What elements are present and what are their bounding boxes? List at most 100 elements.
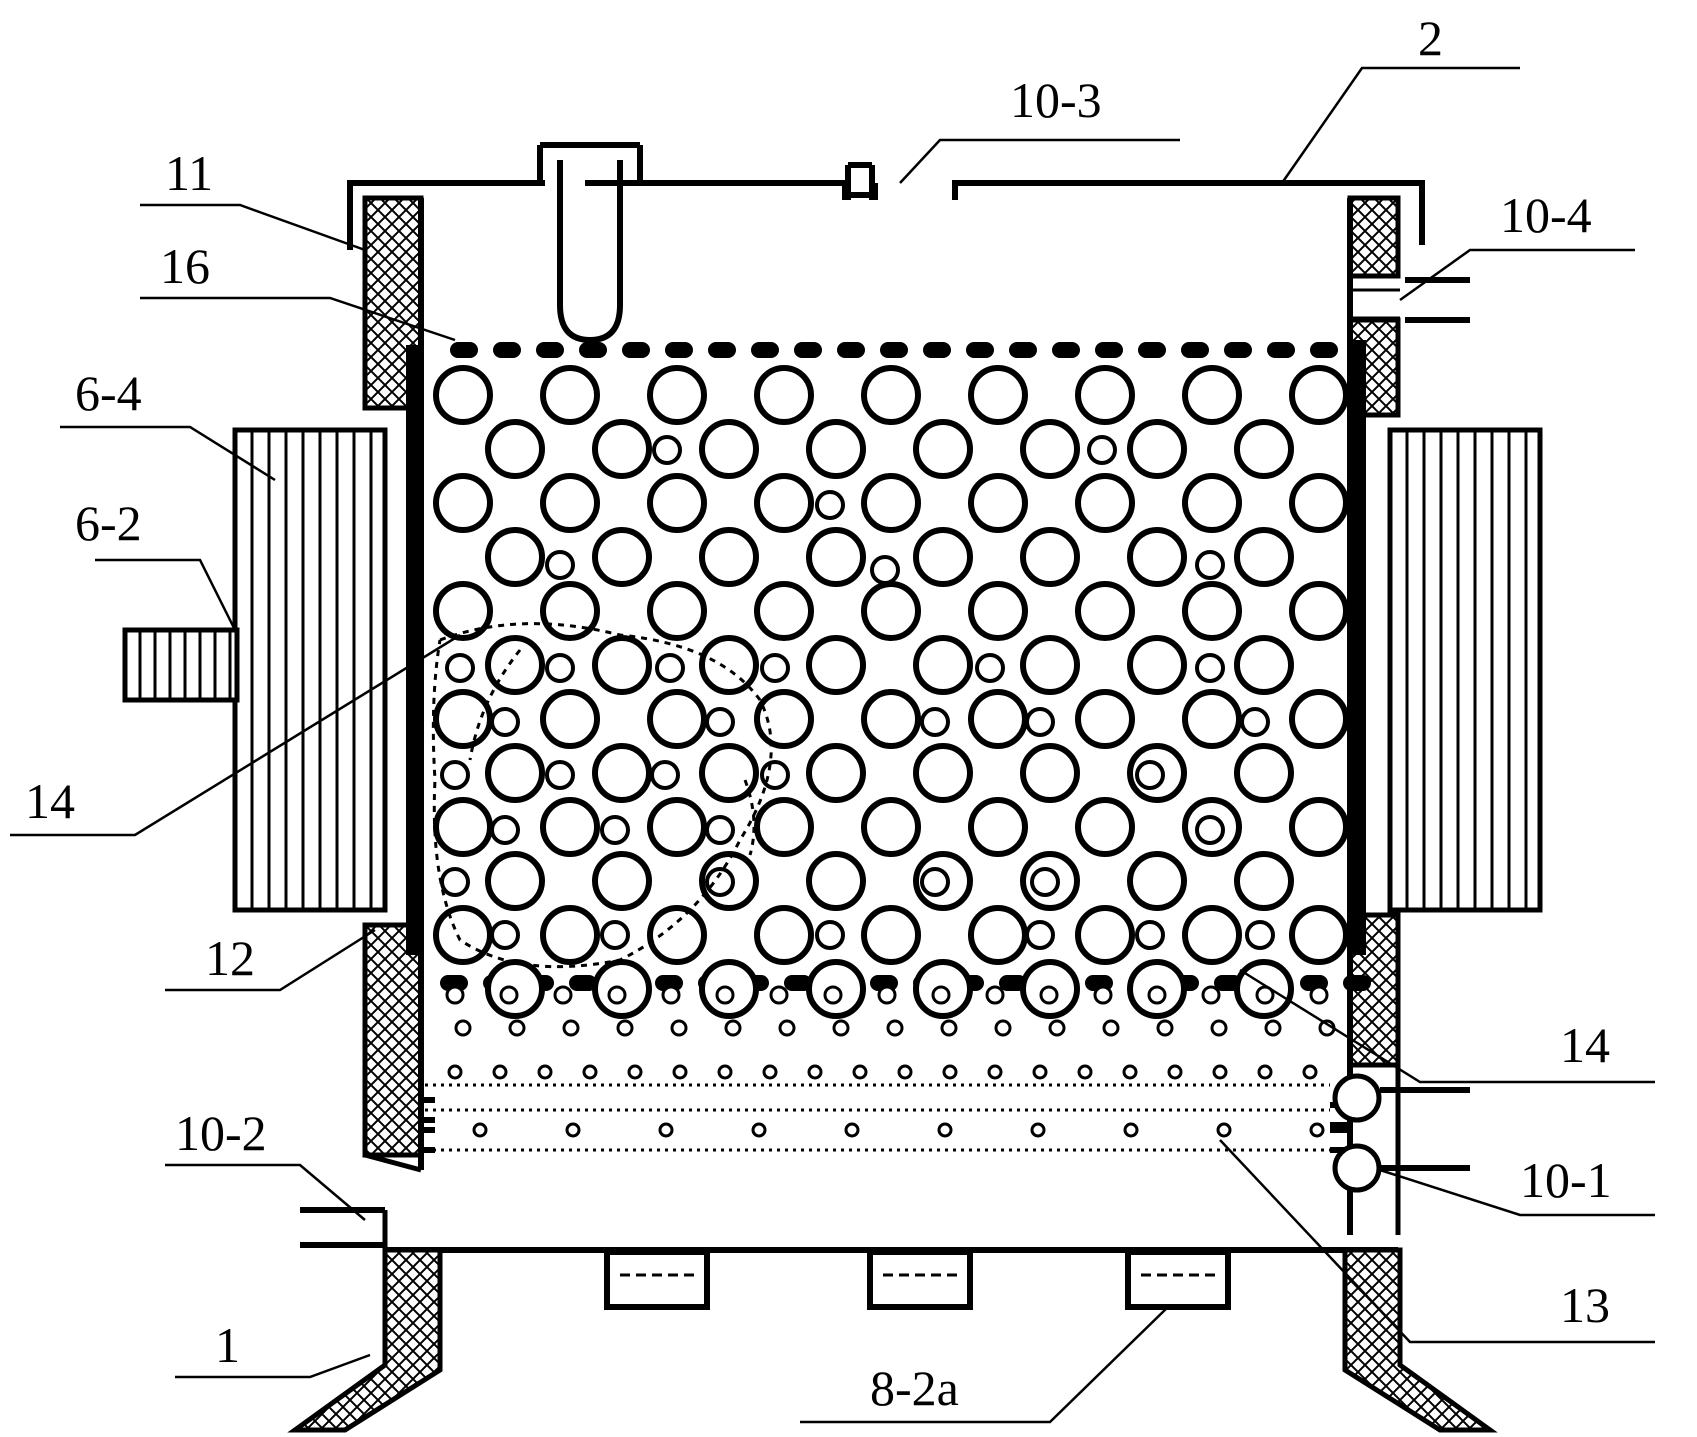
plate-slot: [440, 975, 468, 991]
bubble: [672, 1064, 688, 1080]
bubble: [1201, 985, 1221, 1005]
packing-sphere: [1182, 581, 1242, 641]
packing-sphere: [913, 527, 973, 587]
small-sphere: [920, 867, 950, 897]
plate-slot: [1224, 342, 1252, 358]
packing-sphere: [540, 905, 600, 965]
small-sphere: [650, 760, 680, 790]
bubble: [1048, 1019, 1066, 1037]
packing-sphere: [754, 581, 814, 641]
bubble: [994, 1019, 1012, 1037]
packing-sphere: [754, 473, 814, 533]
bubble: [1212, 1064, 1228, 1080]
packing-sphere: [1075, 365, 1135, 425]
small-sphere: [1025, 707, 1055, 737]
packing-sphere: [1234, 851, 1294, 911]
plate-slot: [622, 342, 650, 358]
packing-sphere: [1020, 419, 1080, 479]
label-10-4: 10-4: [1500, 187, 1592, 243]
label-13: 13: [1560, 1277, 1610, 1333]
plate-slot: [966, 342, 994, 358]
biofilm-outline: [431, 622, 773, 969]
bubble: [447, 1064, 463, 1080]
plate-slot: [999, 975, 1027, 991]
plate-slot: [751, 342, 779, 358]
packing-sphere: [861, 797, 921, 857]
bubble: [717, 1064, 733, 1080]
packing-sphere: [647, 581, 707, 641]
plate-slot: [1095, 342, 1123, 358]
packing-sphere: [754, 689, 814, 749]
packing-sphere: [540, 365, 600, 425]
packing-sphere: [861, 689, 921, 749]
label-10-2: 10-2: [175, 1105, 267, 1161]
packing-sphere: [699, 743, 759, 803]
bubble: [607, 985, 627, 1005]
plate-slot: [665, 342, 693, 358]
plate-slot: [579, 342, 607, 358]
bubble: [1309, 1122, 1325, 1138]
gas-bubbles: [445, 985, 1336, 1138]
packing-sphere: [647, 905, 707, 965]
bubble: [1093, 985, 1113, 1005]
bubble: [658, 1122, 674, 1138]
bubble: [537, 1064, 553, 1080]
packing-sphere: [540, 797, 600, 857]
packing-sphere: [1182, 689, 1242, 749]
packing-sphere: [485, 527, 545, 587]
small-sphere: [705, 815, 735, 845]
packing-sphere: [1289, 365, 1349, 425]
packing-sphere: [806, 635, 866, 695]
packing-sphere: [540, 473, 600, 533]
small-sphere: [1025, 920, 1055, 950]
packing-sphere: [592, 419, 652, 479]
label-6-2: 6-2: [75, 495, 142, 551]
packing-sphere: [754, 365, 814, 425]
bubble: [807, 1064, 823, 1080]
packing-sphere: [806, 743, 866, 803]
packing-sphere: [592, 743, 652, 803]
bubble: [940, 1019, 958, 1037]
small-sphere: [815, 920, 845, 950]
small-sphere: [490, 815, 520, 845]
packing-sphere: [433, 581, 493, 641]
left-liner: [406, 345, 422, 955]
small-sphere: [545, 550, 575, 580]
packing-sphere: [968, 797, 1028, 857]
packing-sphere: [485, 743, 545, 803]
packing-sphere: [861, 581, 921, 641]
packing-sphere: [1020, 527, 1080, 587]
small-sphere: [1030, 867, 1060, 897]
bubble: [661, 985, 681, 1005]
packing-sphere: [1127, 635, 1187, 695]
distributor: [420, 1073, 1470, 1193]
plate-slot: [837, 342, 865, 358]
label-10-3: 10-3: [1010, 72, 1102, 128]
small-sphere: [440, 867, 470, 897]
small-sphere: [545, 760, 575, 790]
packing-sphere: [1182, 473, 1242, 533]
bubble: [832, 1019, 850, 1037]
reactor-base: [287, 1207, 1498, 1433]
packing-sphere: [1020, 635, 1080, 695]
bubble: [1122, 1064, 1138, 1080]
packing-sphere: [861, 905, 921, 965]
packing-sphere: [1234, 419, 1294, 479]
packing-sphere: [647, 797, 707, 857]
plate-slot: [569, 975, 597, 991]
packing-sphere: [968, 365, 1028, 425]
packing-sphere: [647, 689, 707, 749]
small-sphere: [705, 707, 735, 737]
bubble: [762, 1064, 778, 1080]
packing-sphere: [485, 851, 545, 911]
packing-sphere: [1182, 905, 1242, 965]
bubble: [1257, 1064, 1273, 1080]
packing-sphere: [699, 527, 759, 587]
small-packing-spheres: [440, 435, 1275, 950]
bubble: [627, 1064, 643, 1080]
packing-sphere: [433, 473, 493, 533]
bubble: [769, 985, 789, 1005]
packing-sphere: [592, 635, 652, 695]
plate-slot: [1267, 342, 1295, 358]
